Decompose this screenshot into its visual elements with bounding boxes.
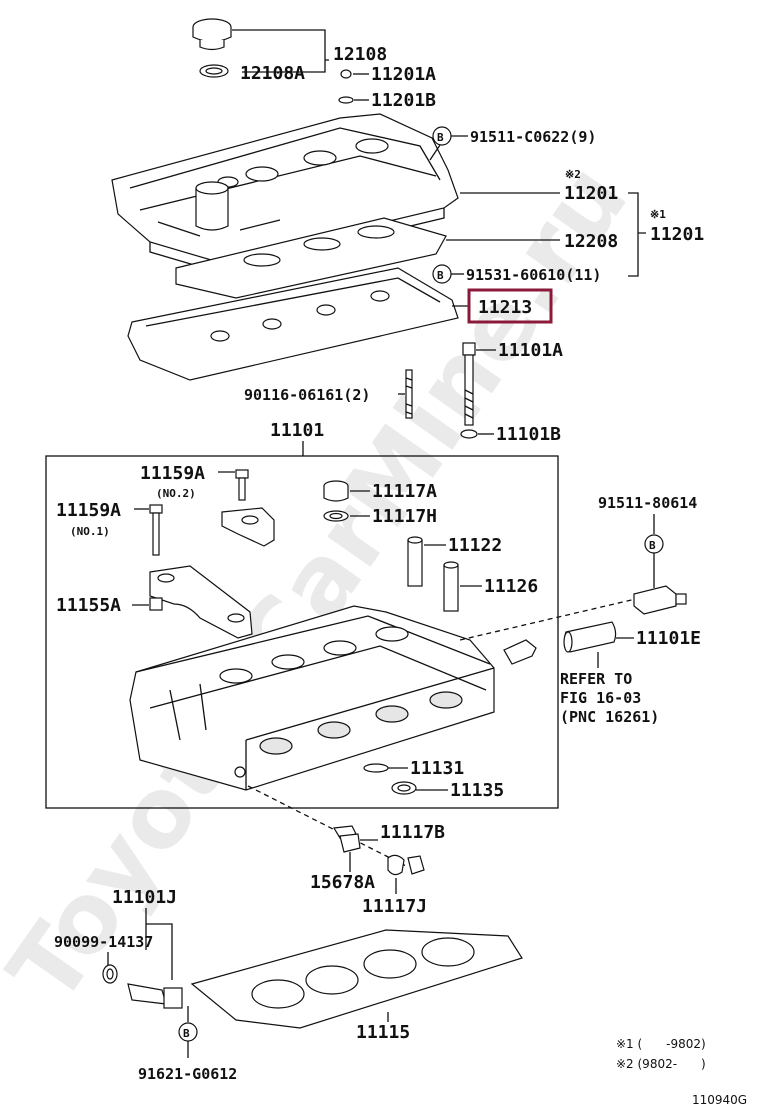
label-11159a-no1-sub: (NO.1)	[70, 525, 110, 538]
label-11115: 11115	[356, 1022, 410, 1043]
label-90116-06161: 90116-06161(2)	[244, 386, 370, 404]
bolt-marker-b-2-text: B	[437, 269, 444, 282]
cylinder-head-group-box	[45, 455, 559, 809]
refer-line-1: REFER TO	[560, 670, 632, 688]
label-90099-14137: 90099-14137	[54, 933, 153, 951]
figure-code: 110940G	[692, 1093, 747, 1107]
refer-line-3: (PNC 16261)	[560, 708, 659, 726]
label-12108a: 12108A	[240, 63, 305, 84]
label-11101b: 11101B	[496, 424, 561, 445]
stud-bolt-drawing	[405, 369, 413, 419]
oil-filler-cap-drawing	[192, 18, 232, 78]
label-11159a-no1: 11159A	[56, 500, 121, 521]
grommet-drawing	[338, 69, 354, 104]
label-11201a: 11201A	[371, 64, 436, 85]
label-91531-60610: 91531-60610(11)	[466, 266, 601, 284]
label-11101a: 11101A	[498, 340, 563, 361]
oil-control-plug-drawing	[333, 825, 425, 876]
label-11101j: 11101J	[112, 887, 177, 908]
label-11159a-no2-sub: (NO.2)	[156, 487, 196, 500]
label-11201: 11201	[564, 183, 618, 204]
label-11155a: 11155A	[56, 595, 121, 616]
label-11101e: 11101E	[636, 628, 701, 649]
refer-line-2: FIG 16-03	[560, 689, 641, 707]
bolt-marker-b-3-text: B	[649, 539, 656, 552]
seal-and-plug-drawing	[363, 763, 417, 795]
bolt-marker-b-4-text: B	[183, 1027, 190, 1040]
label-11117h: 11117H	[372, 506, 437, 527]
camshaft-bearing-cap-bolt-no1-drawing	[149, 504, 163, 556]
label-11122: 11122	[448, 535, 502, 556]
bolt-marker-b-1-text: B	[437, 131, 444, 144]
label-11213: 11213	[478, 297, 532, 318]
head-cover-gasket-drawing	[127, 267, 459, 381]
union-fitting-drawing	[503, 639, 537, 665]
label-12208: 12208	[564, 231, 618, 252]
label-91621-g0612: 91621-G0612	[138, 1065, 237, 1083]
cam-position-sensor-drawing	[633, 585, 687, 615]
head-bolt-drawing	[460, 342, 478, 439]
label-11201b: 11201B	[371, 90, 436, 111]
camshaft-bearing-cap-small-drawing	[221, 507, 275, 547]
valve-guide-bushing-drawing	[407, 536, 459, 612]
camshaft-bearing-cap-bolt-no2-drawing	[235, 469, 249, 501]
label-11117a: 11117A	[372, 481, 437, 502]
oil-pressure-switch-drawing	[102, 964, 183, 1009]
camshaft-housing-drawing	[149, 565, 253, 639]
footnote-1: ※1 ( -9802)	[616, 1037, 706, 1051]
label-91511-c0622: 91511-C0622(9)	[470, 128, 596, 146]
label-11101: 11101	[270, 420, 324, 441]
leader-12108	[232, 29, 329, 73]
label-11131: 11131	[410, 758, 464, 779]
hose-drawing	[563, 621, 617, 653]
label-11159a-no2: 11159A	[140, 463, 205, 484]
label-note-1: ※1	[650, 208, 666, 221]
label-15678a: 15678A	[310, 872, 375, 893]
label-12108: 12108	[333, 44, 387, 65]
cylinder-head-drawing	[129, 605, 495, 791]
dashed-leader-plugs	[247, 785, 407, 867]
plug-and-gasket-drawing	[323, 480, 349, 522]
label-11117b: 11117B	[380, 822, 445, 843]
label-11201-set: 11201	[650, 224, 704, 245]
spark-plug-tube-gasket-drawing	[175, 217, 447, 299]
cylinder-head-gasket-drawing	[190, 929, 523, 1029]
dashed-leader-sensor	[459, 597, 641, 641]
label-11135: 11135	[450, 780, 504, 801]
footnote-2: ※2 (9802- )	[616, 1057, 706, 1071]
label-11117j: 11117J	[362, 896, 427, 917]
label-note-2: ※2	[565, 168, 581, 181]
label-91511-80614: 91511-80614	[598, 494, 697, 512]
label-11126: 11126	[484, 576, 538, 597]
highlight-box-11213	[467, 288, 553, 324]
